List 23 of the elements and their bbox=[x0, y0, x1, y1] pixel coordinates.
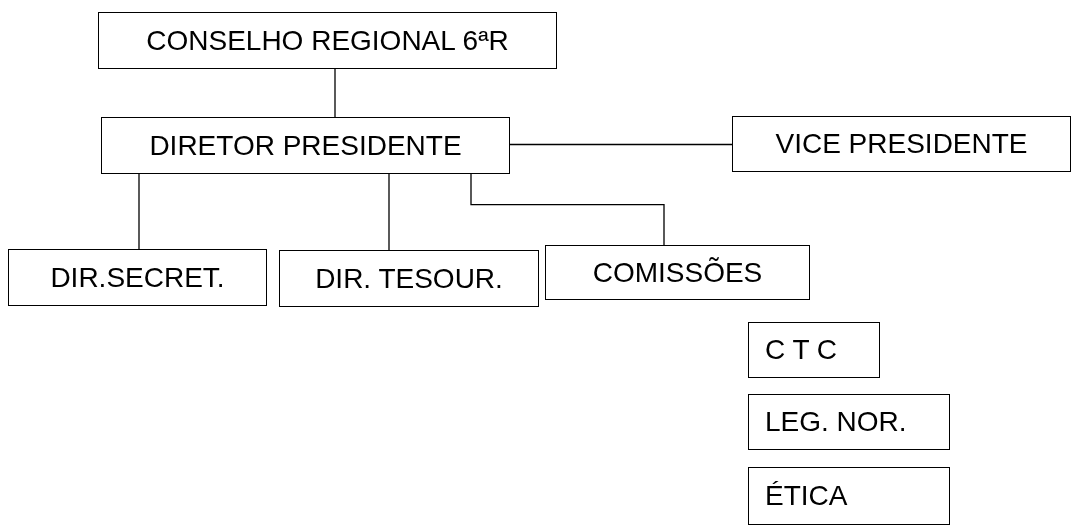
connector-line bbox=[509, 143, 733, 146]
org-box bbox=[732, 116, 1071, 172]
box-label: C T C bbox=[765, 334, 838, 366]
box-label: VICE PRESIDENTE bbox=[775, 128, 1028, 160]
box-label: DIRETOR PRESIDENTE bbox=[149, 129, 462, 162]
box-label: ÉTICA bbox=[765, 480, 848, 512]
box-label: DIR.SECRET. bbox=[50, 261, 225, 294]
org-box bbox=[101, 117, 510, 174]
org-box bbox=[279, 250, 539, 307]
org-box bbox=[748, 467, 950, 525]
connector-line bbox=[470, 173, 665, 246]
connector-line bbox=[334, 68, 336, 118]
box-label: LEG. NOR. bbox=[765, 406, 907, 438]
org-box bbox=[98, 12, 557, 69]
connector-line bbox=[388, 173, 390, 251]
org-box bbox=[8, 249, 267, 306]
org-box bbox=[545, 245, 810, 300]
org-box bbox=[748, 322, 880, 378]
box-label: COMISSÕES bbox=[592, 256, 763, 289]
box-label: CONSELHO REGIONAL 6ªR bbox=[146, 24, 509, 57]
org-box bbox=[748, 394, 950, 450]
box-label: DIR. TESOUR. bbox=[315, 262, 503, 295]
connector-line bbox=[138, 173, 140, 250]
